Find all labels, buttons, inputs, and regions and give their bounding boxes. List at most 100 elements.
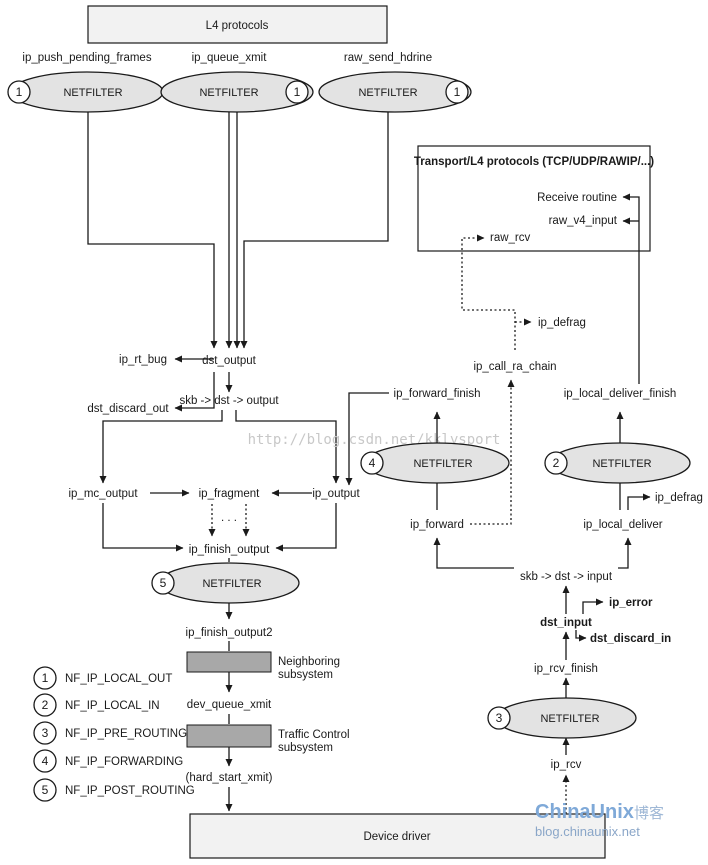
arrow-to-ip-error bbox=[582, 598, 604, 614]
ip-local-deliver-label: ip_local_deliver bbox=[583, 519, 662, 531]
raw-v4-input-label: raw_v4_input bbox=[549, 215, 618, 227]
legend-2-badge bbox=[33, 693, 57, 717]
ip-mc-output-label: ip_mc_output bbox=[68, 488, 138, 500]
legend-5-label: NF_IP_POST_ROUTING bbox=[65, 785, 195, 797]
hook-2-number: 2 bbox=[553, 456, 560, 470]
ip-forward-label: ip_forward bbox=[410, 519, 464, 531]
hook-1-badge bbox=[285, 80, 309, 104]
legend-2-number: 2 bbox=[42, 698, 49, 712]
skb-dst-input-label: skb -> dst -> input bbox=[520, 571, 613, 583]
legend-4-label: NF_IP_FORWARDING bbox=[65, 756, 183, 768]
raw-rcv-label: raw_rcv bbox=[490, 232, 531, 244]
legend-5-badge bbox=[33, 778, 57, 802]
hook-5-badge bbox=[151, 571, 175, 595]
ip-queue-xmit-label: ip_queue_xmit bbox=[192, 52, 268, 64]
netfilter-label: NETFILTER bbox=[202, 578, 261, 590]
hook-1-number: 1 bbox=[454, 85, 461, 99]
legend-3-label: NF_IP_PRE_ROUTING bbox=[65, 728, 187, 740]
netfilter-label: NETFILTER bbox=[540, 713, 599, 725]
netfilter-label: NETFILTER bbox=[413, 458, 472, 470]
ip-defrag-label: ip_defrag bbox=[538, 317, 586, 329]
traffic-control-label-2: subsystem bbox=[278, 742, 333, 754]
traffic-control-label-1: Traffic Control bbox=[278, 729, 350, 741]
ip-rcv-label: ip_rcv bbox=[551, 759, 582, 771]
arrow-push-to-dst-output bbox=[87, 112, 218, 349]
chinaunix-watermark: ChinaUnix 博客 blog.chinaunix.net bbox=[535, 801, 664, 839]
transport-protocols-box bbox=[417, 145, 651, 252]
dst-input-label: dst_input bbox=[540, 617, 592, 629]
arrow-raw-to-dst-output bbox=[240, 112, 389, 349]
traffic-control-block bbox=[186, 724, 272, 748]
ip-fragment-label: ip_fragment bbox=[199, 488, 261, 500]
neighboring-label-2: subsystem bbox=[278, 669, 333, 681]
legend-2-label: NF_IP_LOCAL_IN bbox=[65, 700, 160, 712]
ip-push-pending-frames-label: ip_push_pending_frames bbox=[22, 52, 151, 64]
hook-4-number: 4 bbox=[369, 456, 376, 470]
legend-1-badge bbox=[33, 666, 57, 690]
ip-finish-output2-label: ip_finish_output2 bbox=[186, 627, 273, 639]
legend-1-number: 1 bbox=[42, 671, 49, 685]
receive-routine-label: Receive routine bbox=[537, 192, 617, 204]
dst-discard-in-label: dst_discard_in bbox=[590, 633, 671, 645]
l4-protocols-label: L4 protocols bbox=[206, 20, 269, 32]
arrow-to-ip-output bbox=[235, 410, 340, 484]
dev-queue-xmit-label: dev_queue_xmit bbox=[187, 699, 272, 711]
chinaunix-logo-suffix: 博客 bbox=[634, 804, 664, 822]
arrow-forward-finish-to-ip-output bbox=[345, 392, 389, 486]
hook-1-number: 1 bbox=[16, 85, 23, 99]
arrow-to-receive-routine bbox=[622, 193, 640, 384]
arrow-dotted-to-raw-rcv bbox=[461, 234, 516, 350]
chinaunix-logo-text: ChinaUnix bbox=[535, 801, 634, 823]
legend-3-number: 3 bbox=[42, 726, 49, 740]
ip-defrag-2-label: ip_defrag bbox=[655, 492, 703, 504]
netfilter-label: NETFILTER bbox=[358, 87, 417, 99]
l4-protocols-box bbox=[87, 5, 388, 44]
fragment-dots: . . . bbox=[221, 512, 237, 524]
ip-call-ra-chain-label: ip_call_ra_chain bbox=[473, 361, 556, 373]
arrow-to-ip-local-deliver bbox=[618, 537, 632, 569]
skb-dst-output-label: skb -> dst -> output bbox=[179, 395, 279, 407]
hard-start-xmit-label: (hard_start_xmit) bbox=[186, 772, 273, 784]
hook-3-badge bbox=[487, 706, 511, 730]
arrow-dotted-to-ip-call-ra-chain bbox=[470, 379, 515, 525]
ip-rcv-finish-label: ip_rcv_finish bbox=[534, 663, 598, 675]
legend-1-label: NF_IP_LOCAL_OUT bbox=[65, 673, 172, 685]
neighboring-label-1: Neighboring bbox=[278, 656, 340, 668]
legend-3-badge bbox=[33, 721, 57, 745]
ip-output-label: ip_output bbox=[312, 488, 360, 500]
hook-5-number: 5 bbox=[160, 576, 167, 590]
hook-1-badge bbox=[445, 80, 469, 104]
legend-4-number: 4 bbox=[42, 754, 49, 768]
netfilter-label: NETFILTER bbox=[592, 458, 651, 470]
netfilter-label: NETFILTER bbox=[63, 87, 122, 99]
hook-1-badge bbox=[7, 80, 31, 104]
ip-error-label: ip_error bbox=[609, 597, 653, 609]
neighboring-subsystem-block bbox=[186, 651, 272, 673]
arrow-to-ip-mc-output bbox=[99, 410, 223, 484]
device-driver-label: Device driver bbox=[363, 831, 430, 843]
hook-1-number: 1 bbox=[294, 85, 301, 99]
device-driver-box bbox=[189, 813, 606, 859]
arrow-to-ip-forward bbox=[433, 537, 514, 569]
chinaunix-url: blog.chinaunix.net bbox=[535, 824, 640, 839]
netfilter-label: NETFILTER bbox=[199, 87, 258, 99]
hook-2-badge bbox=[544, 451, 568, 475]
dst-output-label: dst_output bbox=[202, 355, 257, 367]
arrow-to-dst-discard-in bbox=[575, 630, 587, 642]
arrow-mc-to-finish-output bbox=[102, 503, 184, 552]
ip-finish-output-label: ip_finish_output bbox=[189, 544, 270, 556]
legend-4-badge bbox=[33, 749, 57, 773]
ip-rt-bug-label: ip_rt_bug bbox=[119, 354, 167, 366]
hook-4-badge bbox=[360, 451, 384, 475]
raw-send-hdrine-label: raw_send_hdrine bbox=[344, 52, 432, 64]
legend-5-number: 5 bbox=[42, 783, 49, 797]
hook-3-number: 3 bbox=[496, 711, 503, 725]
arrow-to-dst-discard-out bbox=[174, 372, 215, 412]
dst-discard-out-label: dst_discard_out bbox=[87, 403, 169, 415]
transport-protocols-title: Transport/L4 protocols (TCP/UDP/RAWIP/..… bbox=[414, 156, 654, 168]
netfilter-local-out-3 bbox=[318, 71, 472, 113]
arrow-output-to-finish-output bbox=[275, 503, 337, 552]
ip-local-deliver-finish-label: ip_local_deliver_finish bbox=[564, 388, 677, 400]
arrow-to-ip-defrag-2 bbox=[627, 493, 651, 510]
